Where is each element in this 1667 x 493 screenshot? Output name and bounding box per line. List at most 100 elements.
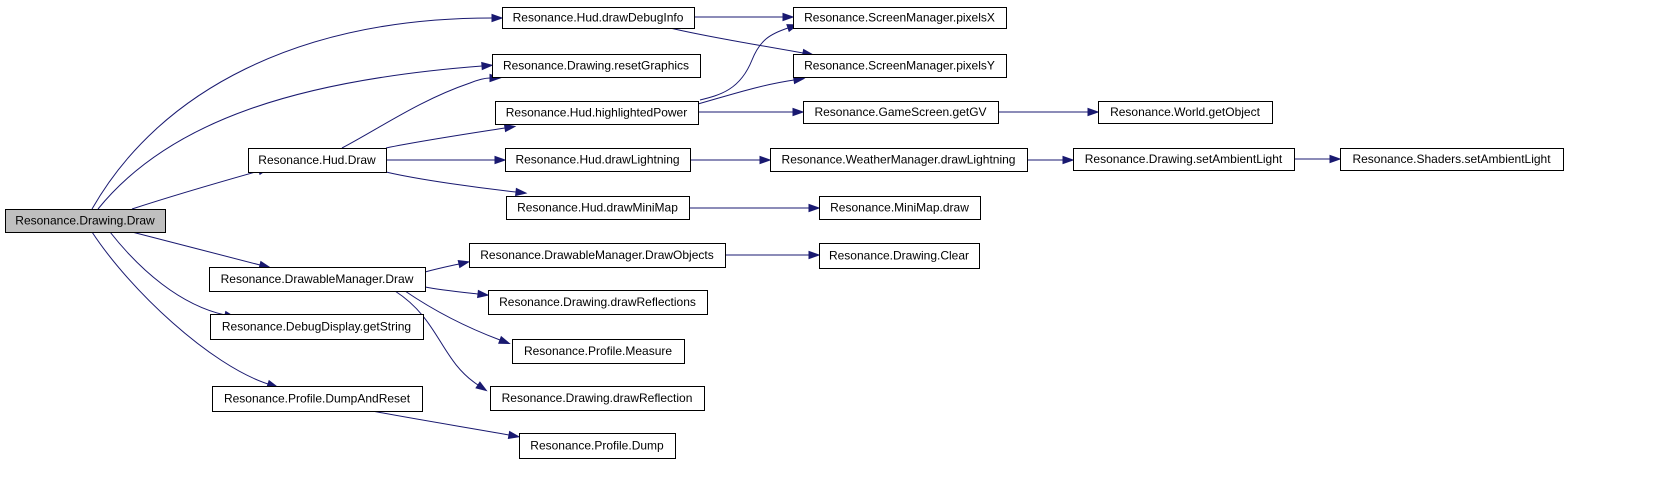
node-box [490, 386, 705, 411]
node-label: Resonance.GameScreen.getGV [814, 105, 986, 119]
edge-n5-n4 [697, 75, 806, 105]
edge-line [697, 79, 795, 105]
node-resonance-drawablemanager-draw[interactable]: Resonance.DrawableManager.Draw [209, 267, 426, 292]
node-resonance-weathermanager-drawlightning[interactable]: Resonance.WeatherManager.drawLightning [770, 148, 1028, 172]
arrow-head-icon [808, 250, 821, 260]
edge-line [131, 170, 260, 210]
arrow-head-icon [491, 13, 504, 23]
node-label: Resonance.WeatherManager.drawLightning [782, 153, 1016, 167]
edge-n15-n21 [394, 290, 488, 392]
node-box [505, 148, 691, 172]
edge-n15-n16 [424, 260, 471, 273]
edge-line [91, 231, 269, 385]
edge-line [131, 231, 261, 266]
node-resonance-hud-drawminimap[interactable]: Resonance.Hud.drawMiniMap [506, 196, 690, 220]
node-resonance-profile-dumpandreset[interactable]: Resonance.Profile.DumpAndReset [212, 386, 423, 412]
node-label: Resonance.Drawing.drawReflection [502, 391, 693, 405]
node-box [502, 7, 695, 29]
node-box [209, 267, 426, 292]
node-resonance-screenmanager-pixelsy[interactable]: Resonance.ScreenManager.pixelsY [793, 54, 1007, 78]
edge-n13-n14 [689, 203, 821, 213]
edge-n0-n8 [131, 167, 271, 210]
node-label: Resonance.Drawing.drawReflections [499, 295, 696, 309]
arrow-head-icon [792, 107, 805, 117]
arrow-head-icon [782, 12, 795, 22]
edge-n8-n9 [386, 155, 507, 165]
edge-line [385, 127, 506, 149]
arrow-head-icon [1087, 107, 1100, 117]
node-box [210, 314, 424, 340]
node-label: Resonance.Drawing.setAmbientLight [1085, 152, 1283, 166]
node-resonance-drawing-draw[interactable]: Resonance.Drawing.Draw [5, 209, 166, 233]
arrow-head-icon [515, 187, 528, 197]
node-label: Resonance.ScreenManager.pixelsY [804, 59, 995, 73]
node-label: Resonance.Drawing.Clear [829, 249, 969, 263]
node-label: Resonance.Hud.highlightedPower [506, 106, 687, 120]
node-box [1340, 148, 1564, 171]
edge-n0-n15 [131, 231, 272, 269]
edge-n6-n7 [998, 107, 1100, 117]
edge-n5-n6 [698, 107, 805, 117]
edge-line [424, 263, 460, 273]
node-resonance-hud-draw[interactable]: Resonance.Hud.Draw [248, 148, 387, 173]
arrow-head-icon [1329, 154, 1342, 164]
edges-layer [91, 12, 1342, 440]
node-box [495, 101, 699, 125]
edge-n15-n18 [424, 286, 490, 299]
edge-line [424, 286, 479, 295]
edge-line [109, 231, 226, 316]
node-box [488, 290, 708, 315]
edge-line [699, 27, 789, 101]
edge-n0-n1 [91, 13, 504, 210]
node-resonance-profile-dump[interactable]: Resonance.Profile.Dump [519, 433, 676, 459]
node-resonance-minimap-draw[interactable]: Resonance.MiniMap.draw [819, 196, 981, 220]
arrow-head-icon [808, 203, 821, 213]
node-box [492, 54, 701, 78]
node-resonance-drawing-setambientlight[interactable]: Resonance.Drawing.setAmbientLight [1073, 148, 1295, 171]
arrow-head-icon [498, 335, 511, 345]
edge-line [385, 171, 517, 193]
edge-n16-n17 [725, 250, 821, 260]
node-resonance-shaders-setambientlight[interactable]: Resonance.Shaders.setAmbientLight [1340, 148, 1564, 171]
node-resonance-hud-drawdebuginfo[interactable]: Resonance.Hud.drawDebugInfo [502, 7, 695, 29]
arrow-head-icon [503, 123, 517, 133]
node-box [1098, 101, 1273, 124]
node-resonance-world-getobject[interactable]: Resonance.World.getObject [1098, 101, 1273, 124]
nodes-layer: Resonance.Drawing.Draw Resonance.Hud.draw… [5, 7, 1564, 459]
node-label: Resonance.World.getObject [1110, 105, 1261, 119]
arrow-head-icon [759, 155, 772, 165]
node-box [1073, 148, 1295, 171]
node-label: Resonance.MiniMap.draw [830, 201, 969, 215]
node-label: Resonance.DrawableManager.Draw [221, 272, 414, 286]
node-box [469, 243, 726, 268]
node-label: Resonance.Profile.DumpAndReset [224, 392, 411, 406]
node-resonance-drawing-drawreflections[interactable]: Resonance.Drawing.drawReflections [488, 290, 708, 315]
node-label: Resonance.DebugDisplay.getString [222, 320, 411, 334]
edge-n8-n13 [385, 171, 528, 197]
edge-n8-n5 [385, 123, 517, 149]
node-resonance-screenmanager-pixelsx[interactable]: Resonance.ScreenManager.pixelsX [793, 7, 1007, 29]
arrow-head-icon [475, 381, 488, 392]
edge-line [669, 27, 804, 54]
node-resonance-debugdisplay-getstring[interactable]: Resonance.DebugDisplay.getString [210, 314, 424, 340]
node-resonance-profile-measure[interactable]: Resonance.Profile.Measure [512, 339, 685, 364]
edge-n11-n12 [1294, 154, 1342, 164]
edge-line [371, 410, 510, 436]
node-label: Resonance.Profile.Dump [530, 439, 664, 453]
node-label: Resonance.Hud.drawMiniMap [517, 201, 678, 215]
node-resonance-drawing-clear[interactable]: Resonance.Drawing.Clear [819, 243, 980, 269]
node-label: Resonance.Drawing.Draw [15, 214, 155, 228]
node-resonance-gamescreen-getgv[interactable]: Resonance.GameScreen.getGV [803, 101, 999, 124]
arrow-head-icon [477, 289, 490, 299]
node-resonance-hud-drawlightning[interactable]: Resonance.Hud.drawLightning [505, 148, 691, 172]
node-resonance-drawing-resetgraphics[interactable]: Resonance.Drawing.resetGraphics [492, 54, 701, 78]
node-resonance-drawablemanager-drawobjects[interactable]: Resonance.DrawableManager.DrawObjects [469, 243, 726, 268]
edge-line [394, 290, 479, 386]
arrow-head-icon [457, 260, 471, 269]
arrow-head-icon [494, 155, 507, 165]
node-label: Resonance.Profile.Measure [524, 344, 672, 358]
node-resonance-hud-highlightedpower[interactable]: Resonance.Hud.highlightedPower [495, 101, 699, 125]
node-box [212, 386, 423, 412]
node-resonance-drawing-drawreflection[interactable]: Resonance.Drawing.drawReflection [490, 386, 705, 411]
